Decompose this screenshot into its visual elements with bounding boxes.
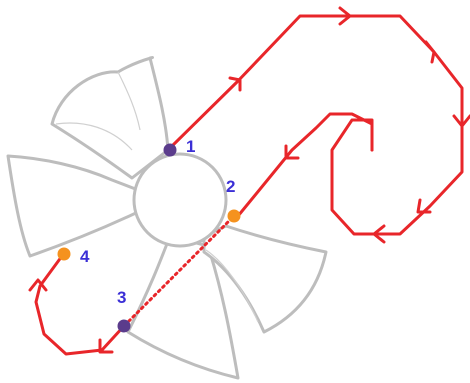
path-outgoing	[168, 14, 464, 236]
marker-1-dot	[163, 143, 177, 157]
flower-shape	[6, 56, 328, 380]
path-lower-loop	[34, 254, 126, 356]
flower-center	[132, 152, 228, 248]
marker-3-dot	[117, 319, 131, 333]
path-dotted	[122, 216, 234, 328]
red-path	[34, 14, 464, 356]
petal-right	[202, 224, 328, 334]
markers: 1 2 3 4	[57, 137, 241, 333]
path-return	[236, 112, 374, 218]
path-arrowheads	[28, 6, 470, 354]
marker-1-label: 1	[186, 137, 195, 156]
marker-4-dot	[57, 247, 71, 261]
arrow-icon	[284, 144, 300, 160]
marker-4-label: 4	[80, 247, 90, 266]
marker-2-dot	[227, 209, 241, 223]
arrow-icon	[416, 198, 432, 214]
arrow-icon	[372, 224, 386, 244]
arrow-icon	[338, 6, 352, 26]
marker-2-label: 2	[226, 177, 235, 196]
arrow-icon	[98, 338, 114, 354]
arrow-icon	[424, 40, 436, 64]
arrow-icon	[452, 114, 470, 128]
arrow-icon	[228, 76, 242, 92]
petal-creases	[55, 71, 259, 323]
petal-left	[6, 154, 140, 258]
petal-top	[50, 56, 170, 180]
marker-3-label: 3	[117, 288, 126, 307]
petal-bottom	[126, 234, 240, 380]
arrow-icon	[28, 278, 48, 292]
